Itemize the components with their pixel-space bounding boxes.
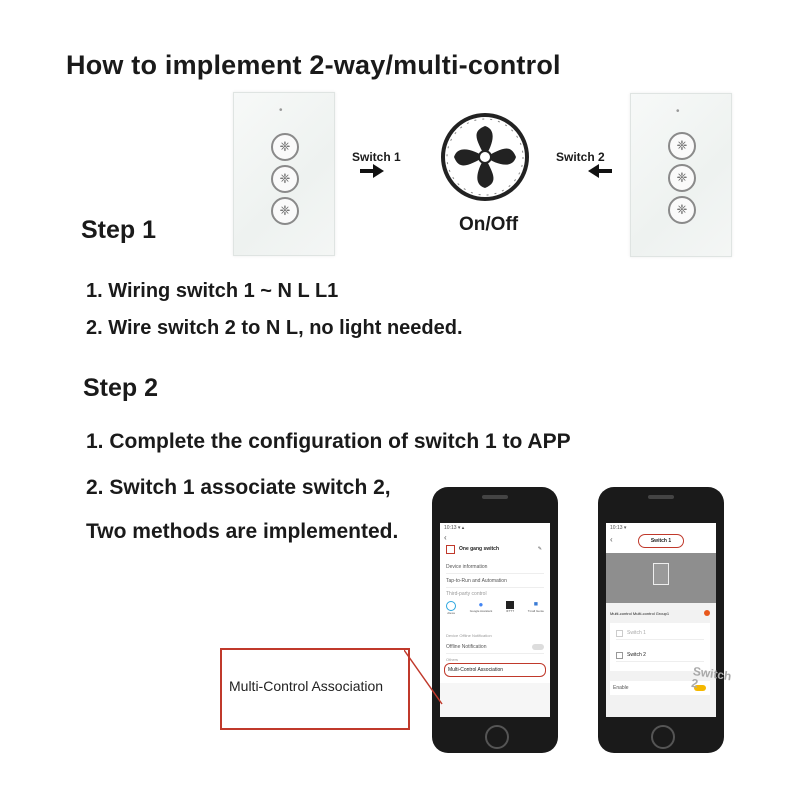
switch-list: Switch 1 Switch 2: [610, 623, 710, 671]
step2-line-1: 1. Complete the configuration of switch …: [86, 430, 571, 453]
service-tmall[interactable]: ■ Tmall Genie: [527, 601, 544, 613]
service-alexa[interactable]: Alexa: [446, 601, 456, 625]
service-ifttt[interactable]: IFTTT: [506, 601, 514, 625]
tmall-icon: ■: [533, 601, 538, 608]
third-party-section: Third-party control: [446, 591, 487, 597]
fan-touch-button-2: ❈: [668, 164, 696, 192]
speaker-slot: [482, 495, 508, 499]
switch-device-icon: [653, 563, 669, 585]
alexa-icon: [446, 601, 456, 611]
fan-touch-button-3: ❈: [668, 196, 696, 224]
step1-heading: Step 1: [81, 216, 157, 244]
callout-line: [404, 649, 443, 705]
arrow-left-icon: [588, 164, 612, 183]
service-google[interactable]: ● Google Assistant: [469, 600, 493, 614]
switch1-label: Switch 1: [352, 150, 401, 164]
fan-on-off-label: On/Off: [459, 214, 519, 235]
screen-bottom: [440, 683, 550, 717]
step1-line-2: 2. Wire switch 2 to N L, no light needed…: [86, 317, 463, 339]
step2-line-2: 2. Switch 1 associate switch 2,: [86, 476, 391, 499]
device-header[interactable]: One gang switch ✎: [446, 543, 542, 555]
fan-icon: [440, 112, 530, 207]
step2-heading: Step 2: [83, 374, 159, 402]
arrow-right-icon: [360, 164, 384, 183]
enable-row[interactable]: Enable: [610, 681, 710, 695]
phone-1-screen: 10:13 ▾ ▴ ‹ One gang switch ✎ Device inf…: [440, 523, 550, 717]
wifi-icon: •: [676, 106, 680, 117]
switch-row-1[interactable]: Switch 1: [616, 627, 704, 640]
automation-item[interactable]: Tap-to-Run and Automation: [446, 575, 544, 588]
back-icon[interactable]: ‹: [444, 533, 447, 542]
back-icon[interactable]: ‹: [610, 535, 613, 544]
callout-text: Multi-Control Association: [229, 678, 384, 694]
device-preview: [606, 553, 716, 603]
checkbox-icon[interactable]: [616, 651, 623, 659]
switch2-label: Switch 2: [556, 150, 605, 164]
wall-switch-2: • ❈ ❈ ❈: [630, 93, 732, 257]
device-icon: [446, 544, 455, 554]
status-bar: 10:13 ▾: [610, 525, 627, 531]
wall-switch-1: • ❈ ❈ ❈: [233, 92, 335, 256]
ifttt-icon: [506, 601, 514, 609]
fan-touch-button-1: ❈: [271, 133, 299, 161]
service-list: Alexa ● Google Assistant IFTTT ■ Tmall G…: [446, 601, 544, 625]
offline-toggle[interactable]: [532, 644, 544, 650]
switch-row-2[interactable]: Switch 2: [616, 649, 704, 662]
device-name: One gang switch: [459, 546, 500, 552]
wifi-icon: •: [279, 105, 283, 116]
enable-toggle[interactable]: [694, 685, 706, 691]
multi-control-item[interactable]: Multi-Control Association: [444, 663, 546, 677]
callout-box: [220, 648, 410, 730]
offline-notification-item[interactable]: Offline Notification: [446, 641, 544, 654]
speaker-slot: [648, 495, 674, 499]
delete-group-icon[interactable]: [704, 610, 710, 616]
step2-line-3: Two methods are implemented.: [86, 520, 399, 543]
step1-line-1: 1. Wiring switch 1 ~ N L L1: [86, 280, 339, 302]
fan-touch-button-3: ❈: [271, 197, 299, 225]
google-icon: ●: [478, 600, 484, 609]
status-bar: 10:13 ▾ ▴: [444, 525, 465, 531]
phone-2: 10:13 ▾ ‹ Switch 1 Multi-control Multi-c…: [598, 487, 724, 753]
fan-touch-button-1: ❈: [668, 132, 696, 160]
page-title: How to implement 2-way/multi-control: [66, 50, 561, 80]
phone-2-screen: 10:13 ▾ ‹ Switch 1 Multi-control Multi-c…: [606, 523, 716, 717]
edit-icon[interactable]: ✎: [537, 546, 542, 552]
phone-1: 10:13 ▾ ▴ ‹ One gang switch ✎ Device inf…: [432, 487, 558, 753]
switch1-header-pill[interactable]: Switch 1: [638, 534, 684, 548]
group-header[interactable]: Multi-control Multi-control Group1: [610, 610, 710, 616]
checkbox-icon[interactable]: [616, 629, 623, 637]
device-info-item[interactable]: Device information: [446, 561, 544, 574]
offline-section: Device Offline Notification: [446, 633, 492, 638]
home-button[interactable]: [651, 725, 675, 749]
others-section: Others: [446, 657, 459, 662]
fan-touch-button-2: ❈: [271, 165, 299, 193]
home-button[interactable]: [485, 725, 509, 749]
